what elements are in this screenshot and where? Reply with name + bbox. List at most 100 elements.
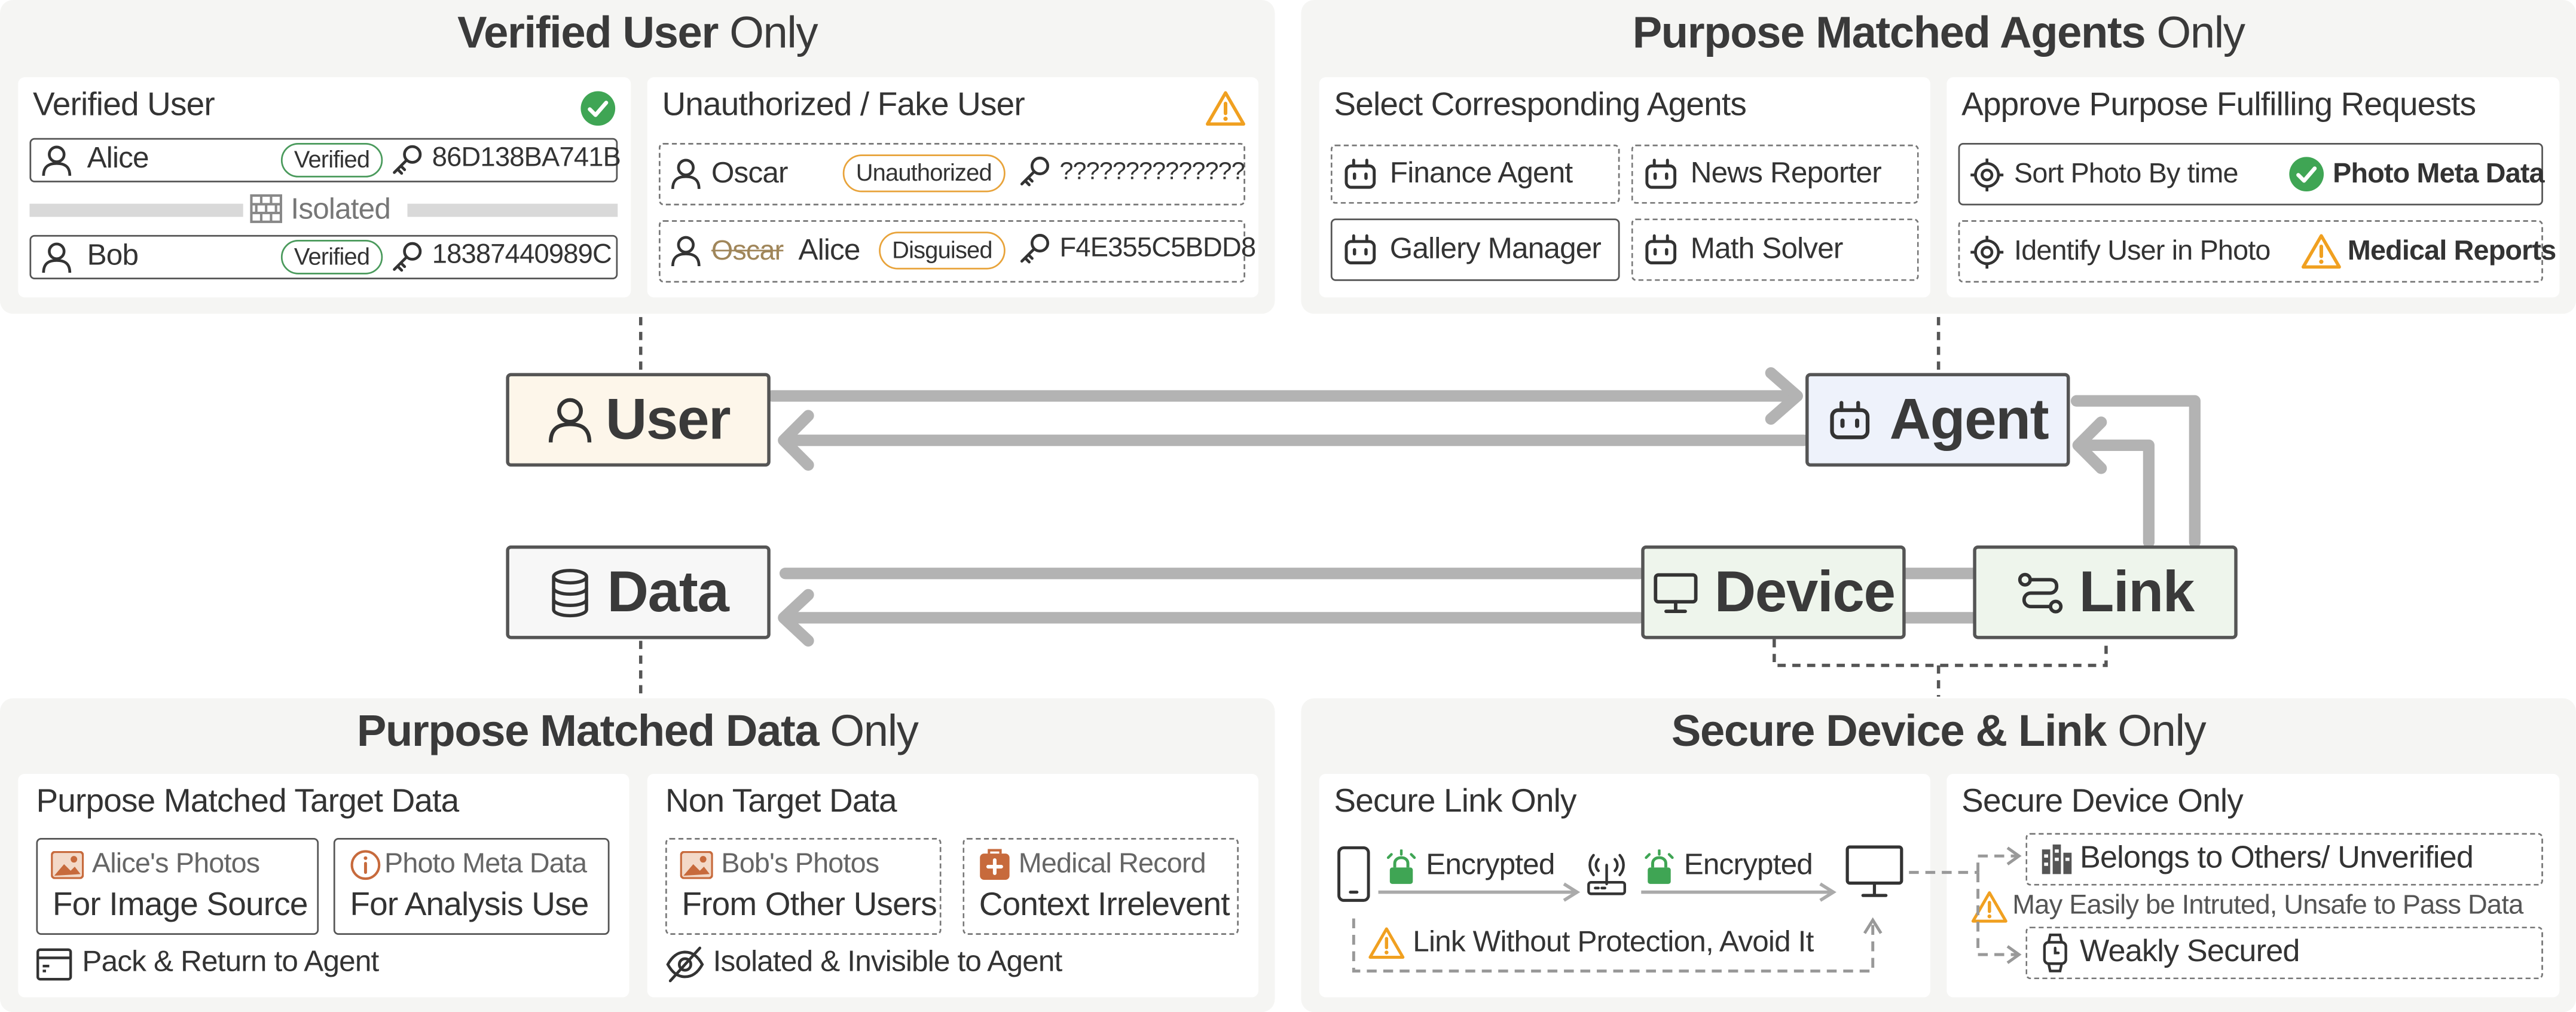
device-label: Weakly Secured: [2079, 935, 2300, 970]
phone-icon: [1337, 846, 1370, 902]
agent-math[interactable]: Math Solver: [1631, 218, 1919, 281]
card-approve-requests: Approve Purpose Fulfilling Requests Sort…: [1946, 77, 2560, 298]
eye-off-icon: [666, 946, 704, 983]
card-verified-user: Verified User Alice Verified 86D138BA741…: [18, 77, 631, 298]
robot-icon: [1344, 158, 1376, 189]
request-identify-user[interactable]: Identify User in Photo Medical Reports: [1958, 220, 2556, 283]
router-icon: [1587, 854, 1626, 895]
user-icon: [548, 397, 591, 442]
node-data[interactable]: Data: [506, 545, 771, 639]
arrow-link-to-agent-inner: [2074, 439, 2155, 548]
user-icon: [42, 242, 72, 273]
footer-label: Isolated & Invisible to Agent: [713, 944, 1063, 978]
check-circle-icon: [2289, 157, 2324, 192]
card-title: Purpose Matched Target Data: [36, 784, 459, 820]
data-label: Medical Record: [1018, 848, 1206, 879]
user-name: Oscar: [711, 156, 789, 189]
user-icon: [671, 158, 701, 190]
data-use: Context Irrelevent: [979, 887, 1230, 923]
lock-signal-icon: [1645, 849, 1674, 884]
node-label: Data: [607, 559, 729, 624]
device-unverified[interactable]: Belongs to Others/ Unverified: [2025, 833, 2543, 886]
data-item-bob-photos[interactable]: Bob's Photos From Other Users: [665, 837, 942, 935]
data-use: For Image Source: [52, 887, 308, 923]
data-use: From Other Users: [682, 887, 937, 923]
user-icon: [671, 236, 701, 267]
arrow-link-to-agent-head: [2072, 416, 2107, 474]
node-label: User: [605, 386, 731, 452]
card-fake-user: Unauthorized / Fake User Oscar Unauthori…: [647, 77, 1258, 298]
node-agent[interactable]: Agent: [1805, 373, 2070, 467]
card-target-data: Purpose Matched Target Data Alice's Phot…: [18, 773, 630, 998]
package-icon: [36, 948, 72, 981]
data-use: For Analysis Use: [350, 887, 589, 923]
robot-icon: [1344, 234, 1376, 264]
device-branch-connector: [1909, 846, 2022, 964]
data-label: Alice's Photos: [91, 848, 260, 879]
robot-icon: [1645, 234, 1677, 264]
medical-kit-icon: [980, 849, 1010, 880]
card-secure-device: Secure Device Only Belongs to Others/ Un…: [1946, 773, 2560, 998]
card-title: Verified User: [32, 87, 215, 124]
data-item-medical-record[interactable]: Medical Record Context Irrelevent: [962, 837, 1239, 935]
user-key: 86D138BA741B: [432, 142, 621, 173]
brick-wall-icon: [250, 194, 282, 223]
agent-label: News Reporter: [1690, 156, 1882, 189]
data-item-alice-photos[interactable]: Alice's Photos For Image Source: [36, 837, 319, 935]
secure-link-flow: [1352, 882, 1883, 973]
data-item-photo-meta[interactable]: Photo Meta Data For Analysis Use: [333, 837, 610, 935]
panel-title: Verified User Only: [457, 8, 818, 58]
user-row-disguised-alice[interactable]: Oscar Alice Disguised F4E355C5BDD8: [658, 220, 1256, 283]
user-key: ??????????????: [1059, 157, 1245, 186]
device-label: Belongs to Others/ Unverified: [2079, 841, 2474, 876]
agent-label: Gallery Manager: [1389, 231, 1602, 265]
card-non-target-data: Non Target Data Bob's Photos From Other …: [647, 773, 1258, 998]
node-link[interactable]: Link: [1973, 545, 2238, 639]
warning-icon: [1971, 891, 2007, 923]
agent-finance[interactable]: Finance Agent: [1330, 144, 1620, 204]
node-device[interactable]: Device: [1641, 545, 1906, 639]
arrow-device-to-data-head: [778, 589, 814, 647]
panel-data: Purpose Matched Data Only Purpose Matche…: [0, 698, 1275, 1012]
agent-label: Math Solver: [1690, 231, 1844, 265]
user-name: Alice: [87, 141, 149, 175]
request-sort-photo[interactable]: Sort Photo By time Photo Meta Data: [1958, 142, 2545, 206]
node-label: Agent: [1889, 386, 2049, 452]
user-row-bob[interactable]: Bob Verified 18387440989C: [29, 234, 618, 279]
target-icon: [1970, 158, 2004, 192]
card-select-agents: Select Corresponding Agents Finance Agen…: [1319, 77, 1930, 298]
card-title: Unauthorized / Fake User: [662, 87, 1025, 124]
panel-title: Secure Device & Link Only: [1671, 706, 2207, 756]
request-task: Sort Photo By time: [2014, 157, 2238, 189]
unauthorized-badge: Unauthorized: [842, 154, 1005, 193]
route-icon: [2017, 572, 2062, 613]
user-row-alice[interactable]: Alice Verified 86D138BA741B: [29, 138, 621, 182]
encrypted-label: Encrypted: [1683, 848, 1813, 881]
image-icon: [680, 851, 713, 879]
panel-title: Purpose Matched Data Only: [356, 706, 919, 756]
encrypted-label: Encrypted: [1426, 848, 1555, 881]
key-icon: [1020, 234, 1050, 264]
agent-news[interactable]: News Reporter: [1631, 144, 1919, 204]
device-weak[interactable]: Weakly Secured: [2025, 926, 2543, 980]
node-user[interactable]: User: [506, 373, 771, 467]
agent-gallery-selected[interactable]: Gallery Manager: [1330, 218, 1620, 281]
unprotected-route: [1352, 918, 1875, 973]
user-row-oscar[interactable]: Oscar Unauthorized ??????????????: [658, 142, 1245, 206]
image-icon: [51, 851, 84, 879]
dash-device-link-bracket: [1773, 639, 2108, 667]
request-data: Photo Meta Data: [2333, 157, 2544, 189]
panel-verified-user: Verified User Only Verified User Alice V…: [0, 0, 1275, 314]
robot-icon: [1830, 400, 1870, 438]
robot-icon: [1645, 158, 1677, 189]
isolation-bar-left: [29, 203, 243, 217]
arrow-agent-to-user-head: [778, 410, 814, 471]
warning-icon: [2301, 234, 2341, 269]
user-name: Bob: [87, 238, 139, 272]
smartwatch-icon: [2043, 933, 2067, 973]
footer-label: Pack & Return to Agent: [82, 944, 379, 978]
data-label: Photo Meta Data: [384, 848, 587, 879]
user-icon: [42, 145, 72, 176]
